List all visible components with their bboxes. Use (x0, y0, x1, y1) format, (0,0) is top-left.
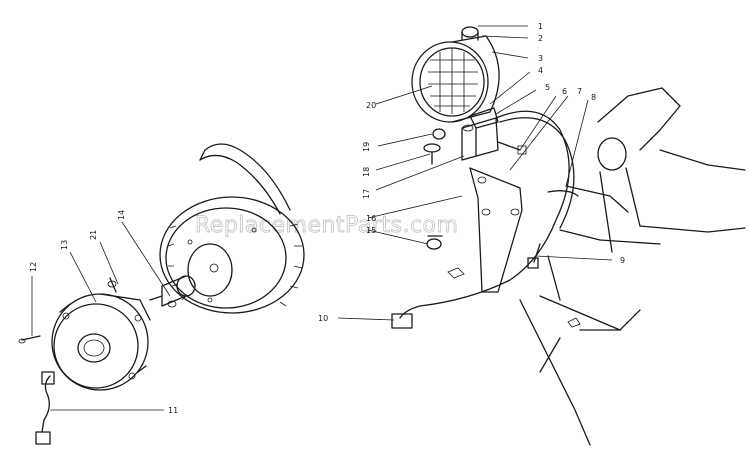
fan-shroud (159, 143, 305, 314)
hub-boss (149, 275, 196, 308)
callout-1: 1 (538, 22, 543, 31)
callout-2: 2 (538, 34, 543, 43)
callout-18: 18 (362, 167, 371, 177)
callout-19: 19 (362, 142, 371, 152)
callout-4: 4 (538, 66, 543, 75)
callout-16: 16 (366, 214, 376, 223)
callout-13: 13 (60, 240, 69, 250)
tractor-frame (519, 87, 746, 446)
leader-lines (31, 25, 613, 411)
callout-3: 3 (538, 54, 543, 63)
callout-17: 17 (362, 189, 371, 199)
mount-plate (426, 167, 523, 293)
wire-harness (391, 110, 579, 329)
watermark: ReplacementParts.com (195, 213, 458, 238)
headlight-bracket (423, 107, 527, 165)
callout-21: 21 (89, 230, 98, 240)
headlight (411, 26, 500, 123)
callout-5: 5 (545, 83, 550, 92)
callout-12: 12 (29, 262, 38, 272)
callout-labels: 1 2 3 4 5 6 7 8 9 10 11 12 13 14 15 16 1… (29, 22, 625, 415)
alternator (18, 277, 151, 445)
callout-15: 15 (366, 226, 376, 235)
callout-20: 20 (366, 101, 376, 110)
callout-7: 7 (577, 87, 582, 96)
callout-6: 6 (562, 87, 567, 96)
callout-10: 10 (318, 314, 328, 323)
callout-9: 9 (620, 256, 625, 265)
callout-8: 8 (591, 93, 596, 102)
callout-14: 14 (117, 210, 126, 220)
callout-11: 11 (168, 406, 178, 415)
